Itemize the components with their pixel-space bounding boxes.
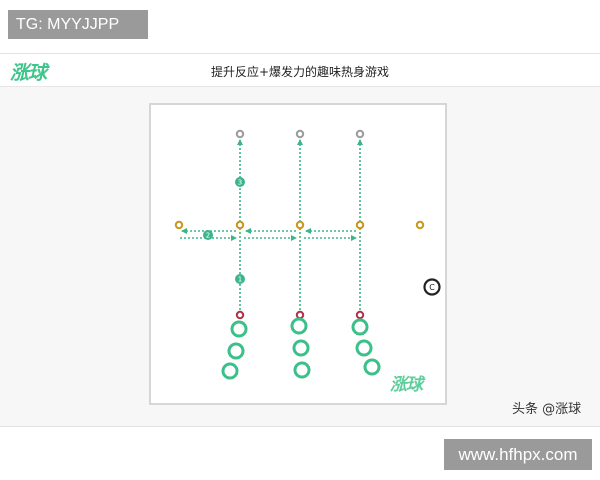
diagram-title: 提升反应+爆发力的趣味热身游戏 bbox=[210, 65, 390, 79]
mid-cone-left bbox=[174, 220, 184, 230]
author-credit: 头条 @涨球 bbox=[512, 402, 582, 417]
end-cone-3 bbox=[355, 129, 365, 139]
end-cone-2 bbox=[295, 129, 305, 139]
player-ring bbox=[292, 339, 310, 357]
step-label-3: 3 bbox=[238, 179, 242, 187]
mid-cone-3 bbox=[355, 220, 365, 230]
step-marker-3: 3 bbox=[235, 177, 245, 187]
coach-marker: C bbox=[423, 278, 441, 296]
mid-cone-1 bbox=[235, 220, 245, 230]
url-watermark-badge: www.hfhpx.com bbox=[444, 439, 592, 470]
tg-watermark-badge: TG: MYYJJPP bbox=[8, 10, 148, 39]
field-logo-watermark: 涨球 bbox=[390, 375, 423, 395]
player-ring bbox=[355, 339, 373, 357]
mid-cone-2 bbox=[295, 220, 305, 230]
start-cone-1 bbox=[235, 310, 245, 320]
player-ring bbox=[351, 318, 369, 336]
start-cone-3 bbox=[355, 310, 365, 320]
start-cone-2 bbox=[295, 310, 305, 320]
player-ring bbox=[230, 320, 248, 338]
step-marker-2: 2 bbox=[203, 230, 213, 240]
brand-logo: 涨球 bbox=[10, 62, 47, 84]
mid-cone-right bbox=[415, 220, 425, 230]
end-cone-1 bbox=[235, 129, 245, 139]
player-ring bbox=[221, 362, 239, 380]
banner-header: 涨球 提升反应+爆发力的趣味热身游戏 bbox=[0, 54, 600, 87]
player-ring bbox=[363, 358, 381, 376]
player-ring bbox=[290, 317, 308, 335]
step-label-1: 1 bbox=[238, 276, 242, 284]
coach-label: C bbox=[429, 283, 435, 292]
player-ring bbox=[293, 361, 311, 379]
player-ring bbox=[227, 342, 245, 360]
step-label-2: 2 bbox=[206, 232, 210, 240]
step-marker-1: 1 bbox=[235, 274, 245, 284]
